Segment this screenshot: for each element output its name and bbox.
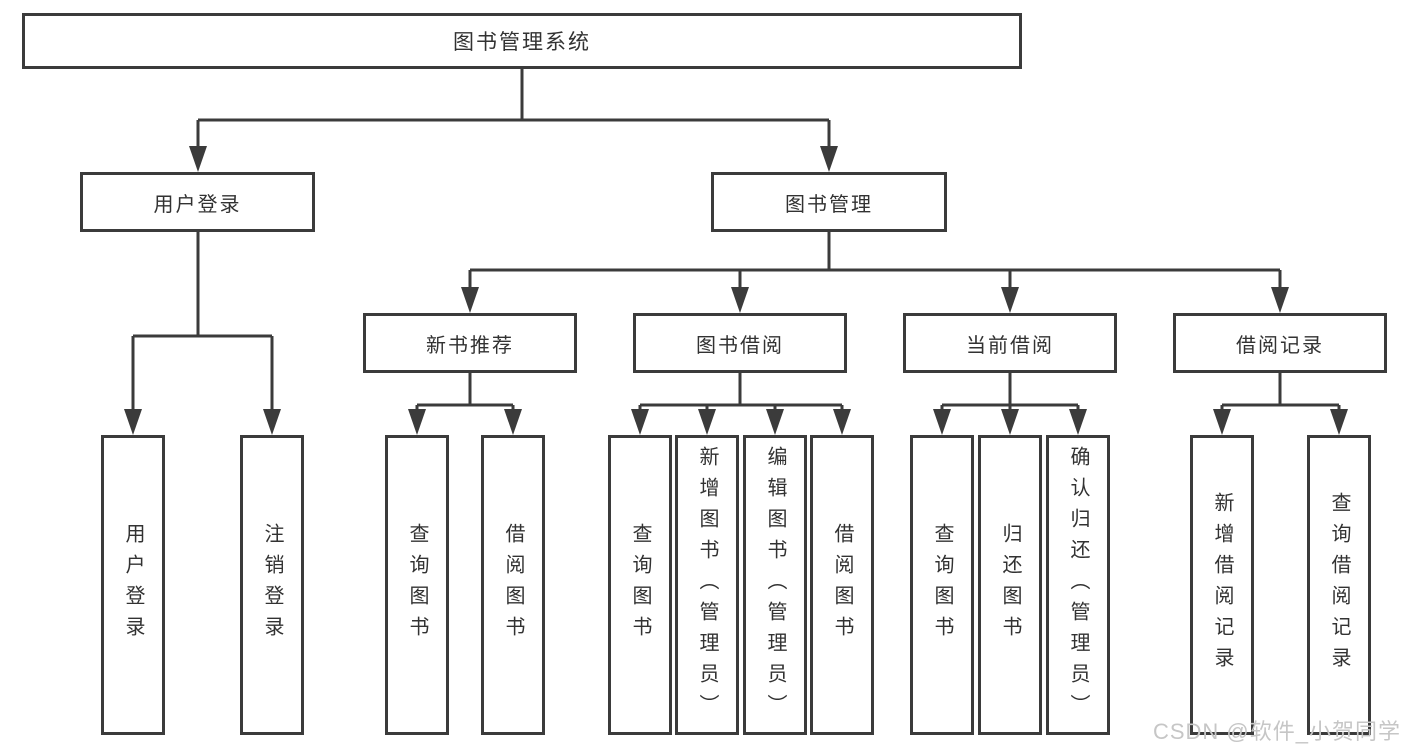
leaf-user-login: 用户登录 bbox=[101, 435, 165, 735]
leaf-cb-return-books-label: 归还图书 bbox=[999, 523, 1021, 647]
arrow-down-icon bbox=[124, 409, 142, 435]
leaf-br-add-record: 新增借阅记录 bbox=[1190, 435, 1254, 735]
arrow-down-icon bbox=[833, 409, 851, 435]
watermark: CSDN @软件_小贺同学 bbox=[1152, 719, 1401, 744]
connector-borrowing-records-children bbox=[1213, 373, 1348, 435]
leaf-cb-confirm-return-admin: 确认归还（管理员） bbox=[1046, 435, 1110, 735]
node-current-borrowing: 当前借阅 bbox=[903, 313, 1117, 373]
leaf-nb-query-books-label: 查询图书 bbox=[406, 523, 428, 647]
node-borrowing-records-label: 借阅记录 bbox=[1236, 334, 1324, 357]
node-current-borrowing-label: 当前借阅 bbox=[966, 334, 1054, 357]
connector-new-book-children bbox=[408, 373, 522, 435]
node-root: 图书管理系统 bbox=[22, 13, 1022, 69]
leaf-nb-borrow-books: 借阅图书 bbox=[481, 435, 545, 735]
leaf-cb-return-books: 归还图书 bbox=[978, 435, 1042, 735]
node-book-borrowing: 图书借阅 bbox=[633, 313, 847, 373]
node-new-book-recommend: 新书推荐 bbox=[363, 313, 577, 373]
leaf-bb-add-books-admin: 新增图书（管理员） bbox=[675, 435, 739, 735]
arrow-down-icon bbox=[1001, 409, 1019, 435]
connector-book-management-children bbox=[461, 232, 1289, 313]
node-borrowing-records: 借阅记录 bbox=[1173, 313, 1387, 373]
leaf-br-add-record-label: 新增借阅记录 bbox=[1211, 492, 1233, 678]
leaf-bb-edit-books-admin-label: 编辑图书（管理员） bbox=[764, 445, 786, 725]
arrow-down-icon bbox=[1213, 409, 1231, 435]
arrow-down-icon bbox=[933, 409, 951, 435]
leaf-br-query-record: 查询借阅记录 bbox=[1307, 435, 1371, 735]
arrow-down-icon bbox=[766, 409, 784, 435]
arrow-down-icon bbox=[504, 409, 522, 435]
connector-current-borrowing-children bbox=[933, 373, 1087, 435]
arrow-down-icon bbox=[408, 409, 426, 435]
leaf-br-query-record-label: 查询借阅记录 bbox=[1328, 492, 1350, 678]
arrow-down-icon bbox=[1271, 287, 1289, 313]
arrow-down-icon bbox=[461, 287, 479, 313]
leaf-cb-query-books-label: 查询图书 bbox=[931, 523, 953, 647]
leaf-user-login-label: 用户登录 bbox=[122, 523, 144, 647]
arrow-down-icon bbox=[820, 146, 838, 172]
arrow-down-icon bbox=[731, 287, 749, 313]
arrow-down-icon bbox=[1001, 287, 1019, 313]
node-root-label: 图书管理系统 bbox=[453, 31, 591, 54]
leaf-logout-label: 注销登录 bbox=[261, 523, 283, 647]
node-new-book-recommend-label: 新书推荐 bbox=[426, 334, 514, 357]
node-book-management: 图书管理 bbox=[711, 172, 947, 232]
arrow-down-icon bbox=[631, 409, 649, 435]
leaf-logout: 注销登录 bbox=[240, 435, 304, 735]
connector-root-to-level2 bbox=[189, 69, 838, 172]
node-user-login-label: 用户登录 bbox=[153, 193, 242, 216]
connector-book-borrowing-children bbox=[631, 373, 851, 435]
connector-user-login-children bbox=[124, 232, 281, 435]
arrow-down-icon bbox=[1069, 409, 1087, 435]
node-book-management-label: 图书管理 bbox=[785, 193, 873, 216]
leaf-bb-borrow-books-label: 借阅图书 bbox=[831, 523, 853, 647]
arrow-down-icon bbox=[1330, 409, 1348, 435]
leaf-bb-borrow-books: 借阅图书 bbox=[810, 435, 874, 735]
leaf-bb-edit-books-admin: 编辑图书（管理员） bbox=[743, 435, 807, 735]
node-book-borrowing-label: 图书借阅 bbox=[696, 334, 784, 357]
arrow-down-icon bbox=[263, 409, 281, 435]
leaf-nb-borrow-books-label: 借阅图书 bbox=[502, 523, 524, 647]
arrow-down-icon bbox=[698, 409, 716, 435]
arrow-down-icon bbox=[189, 146, 207, 172]
leaf-nb-query-books: 查询图书 bbox=[385, 435, 449, 735]
leaf-bb-add-books-admin-label: 新增图书（管理员） bbox=[696, 445, 718, 725]
leaf-cb-query-books: 查询图书 bbox=[910, 435, 974, 735]
leaf-bb-query-books: 查询图书 bbox=[608, 435, 672, 735]
node-user-login: 用户登录 bbox=[80, 172, 315, 232]
leaf-cb-confirm-return-admin-label: 确认归还（管理员） bbox=[1067, 445, 1089, 725]
leaf-bb-query-books-label: 查询图书 bbox=[629, 523, 651, 647]
